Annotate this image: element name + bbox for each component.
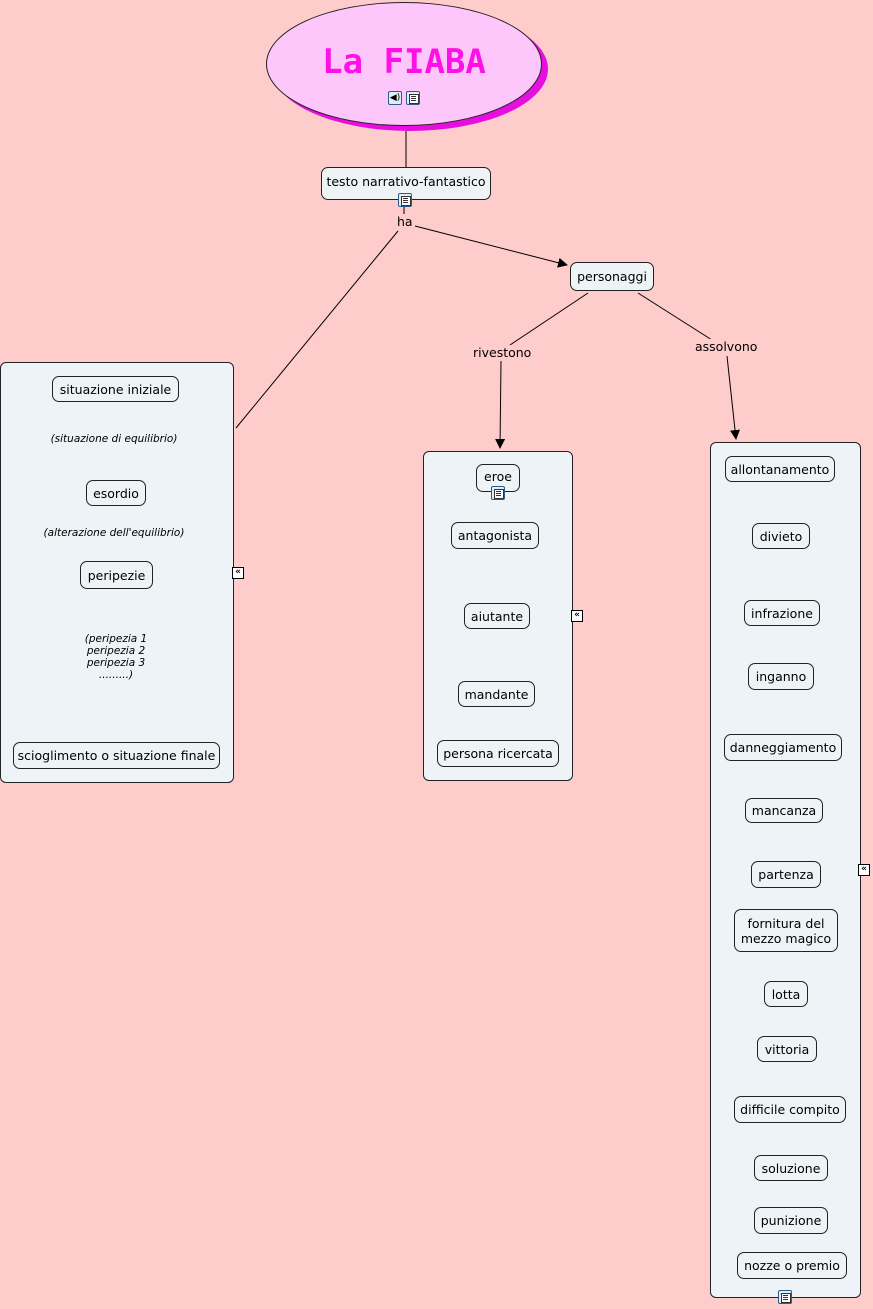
line-rivestono-panel-roles	[495, 360, 506, 449]
node-danneggiamento[interactable]: danneggiamento	[724, 734, 842, 761]
node-mancanza[interactable]: mancanza	[745, 798, 823, 823]
node-soluzione[interactable]: soluzione	[754, 1155, 828, 1181]
label-vittoria: vittoria	[764, 1041, 810, 1057]
node-scioglimento[interactable]: scioglimento o situazione finale	[13, 742, 220, 769]
title-ellipse	[266, 2, 542, 126]
label-allontanamento: allontanamento	[730, 461, 830, 477]
phrase-peripezia-1: (peripezia 1	[84, 633, 148, 645]
label-scioglimento: scioglimento o situazione finale	[17, 748, 216, 763]
label-inganno: inganno	[755, 669, 807, 684]
label-partenza: partenza	[758, 867, 814, 882]
phrase-peripezie: (peripezia 1 peripezia 2 peripezia 3 ...…	[66, 633, 166, 681]
root-label: testo narrativo-fantastico	[326, 174, 486, 189]
label-mancanza: mancanza	[751, 803, 817, 818]
label-persona-ricercata: persona ricercata	[443, 746, 553, 761]
document-icon[interactable]	[491, 486, 505, 500]
node-peripezie[interactable]: peripezie	[80, 561, 153, 589]
node-nozze-premio[interactable]: nozze o premio	[737, 1252, 847, 1279]
line-ha-panel-structure	[235, 230, 399, 429]
line-personaggi-rivestono	[509, 292, 589, 346]
phrase-equilibrio: (situazione di equilibrio)	[30, 433, 198, 445]
label-situazione-iniziale: situazione iniziale	[59, 381, 172, 397]
node-lotta[interactable]: lotta	[764, 981, 808, 1007]
title-node[interactable]: La FIABA ◀)	[266, 2, 548, 131]
label-aiutante: aiutante	[470, 608, 524, 624]
document-icon[interactable]	[778, 1290, 792, 1304]
node-inganno[interactable]: inganno	[748, 663, 814, 690]
label-infrazione: infrazione	[751, 605, 813, 621]
line-assolvono-panel-functions	[726, 355, 741, 440]
personaggi-label: personaggi	[577, 269, 647, 284]
node-divieto[interactable]: divieto	[752, 523, 810, 549]
label-esordio: esordio	[93, 485, 139, 501]
label-eroe: eroe	[484, 468, 512, 484]
node-punizione[interactable]: punizione	[754, 1207, 828, 1234]
label-nozze-premio: nozze o premio	[744, 1258, 840, 1273]
collapse-icon[interactable]: «	[571, 610, 583, 622]
phrase-peripezia-2: peripezia 2	[86, 645, 146, 657]
document-icon[interactable]	[406, 91, 420, 105]
label-lotta: lotta	[771, 986, 801, 1002]
collapse-icon[interactable]: «	[232, 567, 244, 579]
label-antagonista: antagonista	[457, 528, 533, 543]
node-partenza[interactable]: partenza	[751, 861, 821, 888]
phrase-alterazione: (alterazione dell'equilibrio)	[20, 527, 208, 539]
phrase-peripezia-3: peripezia 3	[86, 657, 146, 669]
label-fornitura-mezzo-magico: fornitura del mezzo magico	[740, 915, 832, 946]
label-danneggiamento: danneggiamento	[729, 740, 837, 755]
node-fornitura-mezzo-magico[interactable]: fornitura del mezzo magico	[734, 909, 838, 952]
node-aiutante[interactable]: aiutante	[464, 603, 530, 629]
label-mandante: mandante	[464, 686, 529, 702]
node-difficile-compito[interactable]: difficile compito	[734, 1096, 846, 1123]
node-antagonista[interactable]: antagonista	[451, 522, 539, 549]
title-text: La FIABA	[322, 42, 486, 82]
link-phrase-assolvono: assolvono	[693, 339, 760, 354]
node-allontanamento[interactable]: allontanamento	[725, 456, 835, 482]
node-situazione-iniziale[interactable]: situazione iniziale	[52, 376, 179, 402]
node-infrazione[interactable]: infrazione	[744, 600, 820, 626]
label-divieto: divieto	[759, 528, 803, 544]
link-phrase-rivestono: rivestono	[471, 345, 534, 360]
label-difficile-compito: difficile compito	[740, 1102, 840, 1117]
node-mandante[interactable]: mandante	[458, 681, 535, 707]
line-ha-personaggi	[414, 225, 568, 268]
label-peripezie: peripezie	[87, 567, 146, 583]
personaggi-node[interactable]: personaggi	[570, 262, 654, 291]
label-punizione: punizione	[760, 1213, 822, 1228]
node-vittoria[interactable]: vittoria	[757, 1036, 817, 1062]
document-icon[interactable]	[398, 193, 412, 207]
node-persona-ricercata[interactable]: persona ricercata	[437, 740, 559, 767]
label-soluzione: soluzione	[761, 1160, 821, 1176]
node-esordio[interactable]: esordio	[86, 480, 146, 506]
line-personaggi-assolvono	[637, 292, 713, 341]
link-phrase-ha: ha	[395, 214, 415, 229]
sound-icon[interactable]: ◀)	[388, 91, 402, 105]
collapse-icon[interactable]: «	[858, 864, 870, 876]
phrase-peripezia-more: .........)	[98, 669, 134, 681]
